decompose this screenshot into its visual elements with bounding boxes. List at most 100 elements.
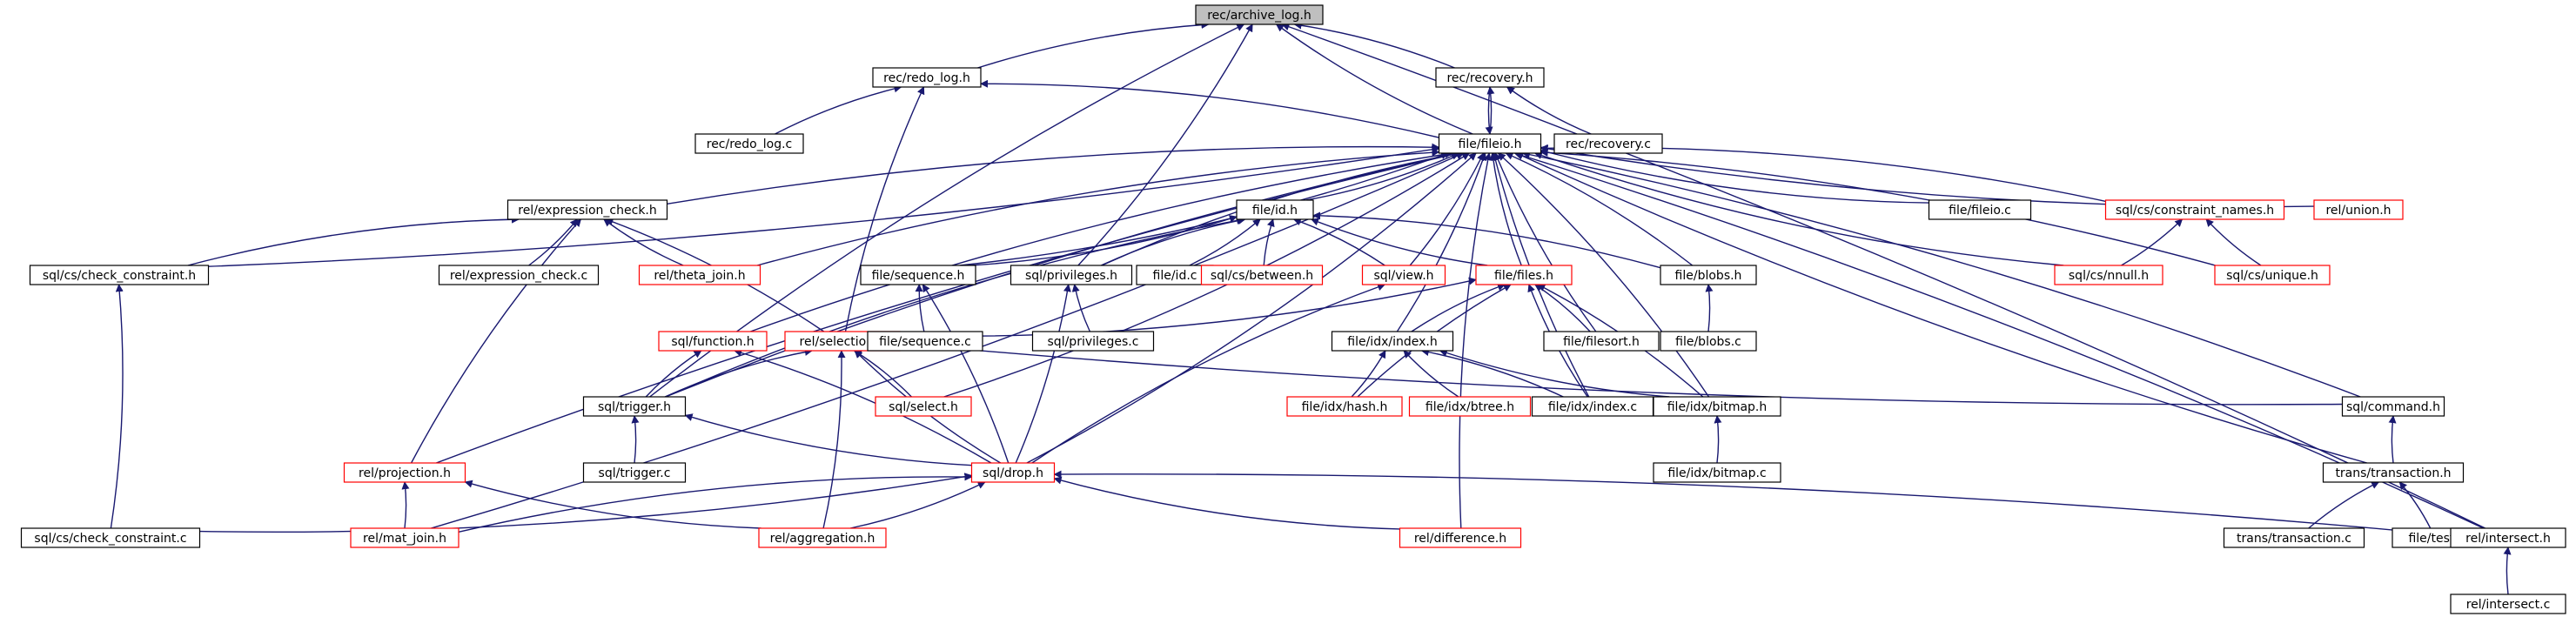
node-drop-h[interactable]: sql/drop.h — [970, 462, 1056, 483]
node-bitmap-h[interactable]: file/idx/bitmap.h — [1653, 396, 1781, 417]
node-label: sql/drop.h — [983, 466, 1043, 480]
node-sequence-c[interactable]: file/sequence.c — [867, 331, 983, 352]
edge-drop-h-to-view-h — [1031, 283, 1386, 464]
node-fileio-h[interactable]: file/fileio.h — [1438, 133, 1542, 154]
node-between-h[interactable]: sql/cs/between.h — [1200, 265, 1324, 285]
node-index-h[interactable]: file/idx/index.h — [1331, 331, 1454, 352]
node-projection-h[interactable]: rel/projection.h — [343, 462, 466, 483]
node-label: file/id.h — [1252, 204, 1298, 218]
node-nnull-h[interactable]: sql/cs/nnull.h — [2054, 265, 2163, 285]
node-filesort-h[interactable]: file/filesort.h — [1543, 331, 1660, 352]
node-box — [758, 527, 887, 548]
node-check-constraint-c[interactable]: sql/cs/check_constraint.c — [20, 527, 201, 548]
edges-layer — [110, 21, 2512, 595]
node-transaction-c[interactable]: trans/transaction.c — [2223, 527, 2365, 548]
node-expression-check-h[interactable]: rel/expression_check.h — [506, 199, 668, 220]
edge-transaction-c-to-transaction-h — [2308, 481, 2380, 529]
node-box — [343, 462, 466, 483]
node-recovery-c[interactable]: rec/recovery.c — [1553, 133, 1663, 154]
node-btree-h[interactable]: file/idx/btree.h — [1408, 396, 1532, 417]
node-fileio-c[interactable]: file/fileio.c — [1928, 199, 2032, 220]
node-recovery-h[interactable]: rec/recovery.h — [1435, 67, 1545, 88]
edge-unique-h-to-fileio-h — [1540, 148, 2216, 266]
edge-drop-h-to-privileges-h — [1015, 284, 1071, 464]
node-command-h[interactable]: sql/command.h — [2341, 396, 2445, 417]
node-unique-h[interactable]: sql/cs/unique.h — [2214, 265, 2331, 285]
node-label: file/fileio.c — [1949, 204, 2011, 218]
node-box — [2450, 527, 2566, 548]
node-label: sql/command.h — [2346, 400, 2440, 414]
edge-trigger-h-to-fileio-h — [665, 151, 1460, 398]
node-blobs-c[interactable]: file/blobs.c — [1660, 331, 1757, 352]
node-box — [1475, 265, 1573, 285]
node-function-h[interactable]: sql/function.h — [658, 331, 768, 352]
node-redo-log-c[interactable]: rec/redo_log.c — [694, 133, 804, 154]
node-label: rel/theta_join.h — [654, 269, 745, 283]
node-box — [1653, 396, 1781, 417]
node-sequence-h[interactable]: file/sequence.h — [860, 265, 976, 285]
node-blobs-h[interactable]: file/blobs.h — [1660, 265, 1757, 285]
node-label: file/idx/index.c — [1548, 400, 1637, 414]
node-files-h[interactable]: file/files.h — [1475, 265, 1573, 285]
node-union-h[interactable]: rel/union.h — [2313, 199, 2404, 220]
edge-index-h-to-files-h — [1411, 283, 1506, 332]
edge-check-constraint-c-to-drop-h — [199, 473, 973, 533]
edge-bitmap-c-to-bitmap-h — [1714, 415, 1722, 464]
node-label: sql/function.h — [671, 335, 754, 349]
node-intersect-h[interactable]: rel/intersect.h — [2450, 527, 2566, 548]
node-transaction-h[interactable]: trans/transaction.h — [2322, 462, 2465, 483]
edge-projection-h-to-expression-check-h — [410, 218, 581, 464]
node-id-h[interactable]: file/id.h — [1236, 199, 1314, 220]
node-privileges-c[interactable]: sql/privileges.c — [1031, 331, 1155, 352]
node-label: sql/cs/constraint_names.h — [2116, 204, 2274, 218]
edge-trigger-h-to-function-h — [645, 350, 702, 398]
node-bitmap-c[interactable]: file/idx/bitmap.c — [1653, 462, 1781, 483]
edge-difference-h-to-drop-h — [1053, 476, 1400, 530]
node-constraint-names-h[interactable]: sql/cs/constraint_names.h — [2104, 199, 2285, 220]
node-box — [2313, 199, 2404, 220]
node-label: file/idx/index.h — [1347, 335, 1437, 349]
node-difference-h[interactable]: rel/difference.h — [1399, 527, 1522, 548]
edge-filesort-h-to-fileio-h — [1494, 152, 1597, 332]
node-box — [506, 199, 668, 220]
node-trigger-h[interactable]: sql/trigger.h — [582, 396, 687, 417]
node-label: sql/privileges.h — [1025, 269, 1117, 283]
node-intersect-c[interactable]: rel/intersect.c — [2450, 594, 2566, 614]
node-label: rec/redo_log.c — [707, 137, 792, 151]
node-id-c[interactable]: file/id.c — [1136, 265, 1214, 285]
node-mat-join-h[interactable]: rel/mat_join.h — [350, 527, 460, 548]
node-hash-h[interactable]: file/idx/hash.h — [1286, 396, 1403, 417]
edge-recovery-c-to-recovery-h — [1506, 86, 1592, 135]
edge-bitmap-h-to-index-h — [1439, 349, 1670, 398]
edge-view-h-to-fileio-h — [1409, 152, 1485, 266]
node-box — [582, 462, 687, 483]
node-aggregation-h[interactable]: rel/aggregation.h — [758, 527, 887, 548]
node-label: sql/cs/between.h — [1211, 269, 1313, 283]
node-box — [1653, 462, 1781, 483]
node-select-h[interactable]: sql/select.h — [875, 396, 972, 417]
edge-privileges-h-to-fileio-h — [1101, 151, 1460, 266]
node-privileges-h[interactable]: sql/privileges.h — [1010, 265, 1133, 285]
node-box — [1286, 396, 1403, 417]
edge-transaction-h-to-fileio-h — [1515, 152, 2367, 464]
node-box — [1031, 331, 1155, 352]
node-check-constraint-h[interactable]: sql/cs/check_constraint.h — [29, 265, 210, 285]
node-view-h[interactable]: sql/view.h — [1361, 265, 1446, 285]
edge-selection-h-to-redo-log-h — [844, 86, 925, 332]
node-box — [1236, 199, 1314, 220]
node-expression-check-c[interactable]: rel/expression_check.c — [438, 265, 600, 285]
node-archive-log-h[interactable]: rec/archive_log.h — [1195, 4, 1324, 25]
edge-nnull-h-to-fileio-h — [1533, 151, 2064, 266]
node-box — [2223, 527, 2365, 548]
node-label: file/blobs.h — [1675, 269, 1742, 283]
edge-filesort-h-to-files-h — [1534, 284, 1591, 332]
edge-privileges-h-to-archive-log-h — [1077, 23, 1253, 266]
node-trigger-c[interactable]: sql/trigger.c — [582, 462, 687, 483]
node-box — [1200, 265, 1324, 285]
node-redo-log-h[interactable]: rec/redo_log.h — [872, 67, 982, 88]
node-box — [1195, 4, 1324, 25]
edge-aggregation-h-to-selection-h — [822, 350, 846, 529]
node-index-c[interactable]: file/idx/index.c — [1531, 396, 1654, 417]
node-theta-join-h[interactable]: rel/theta_join.h — [638, 265, 761, 285]
